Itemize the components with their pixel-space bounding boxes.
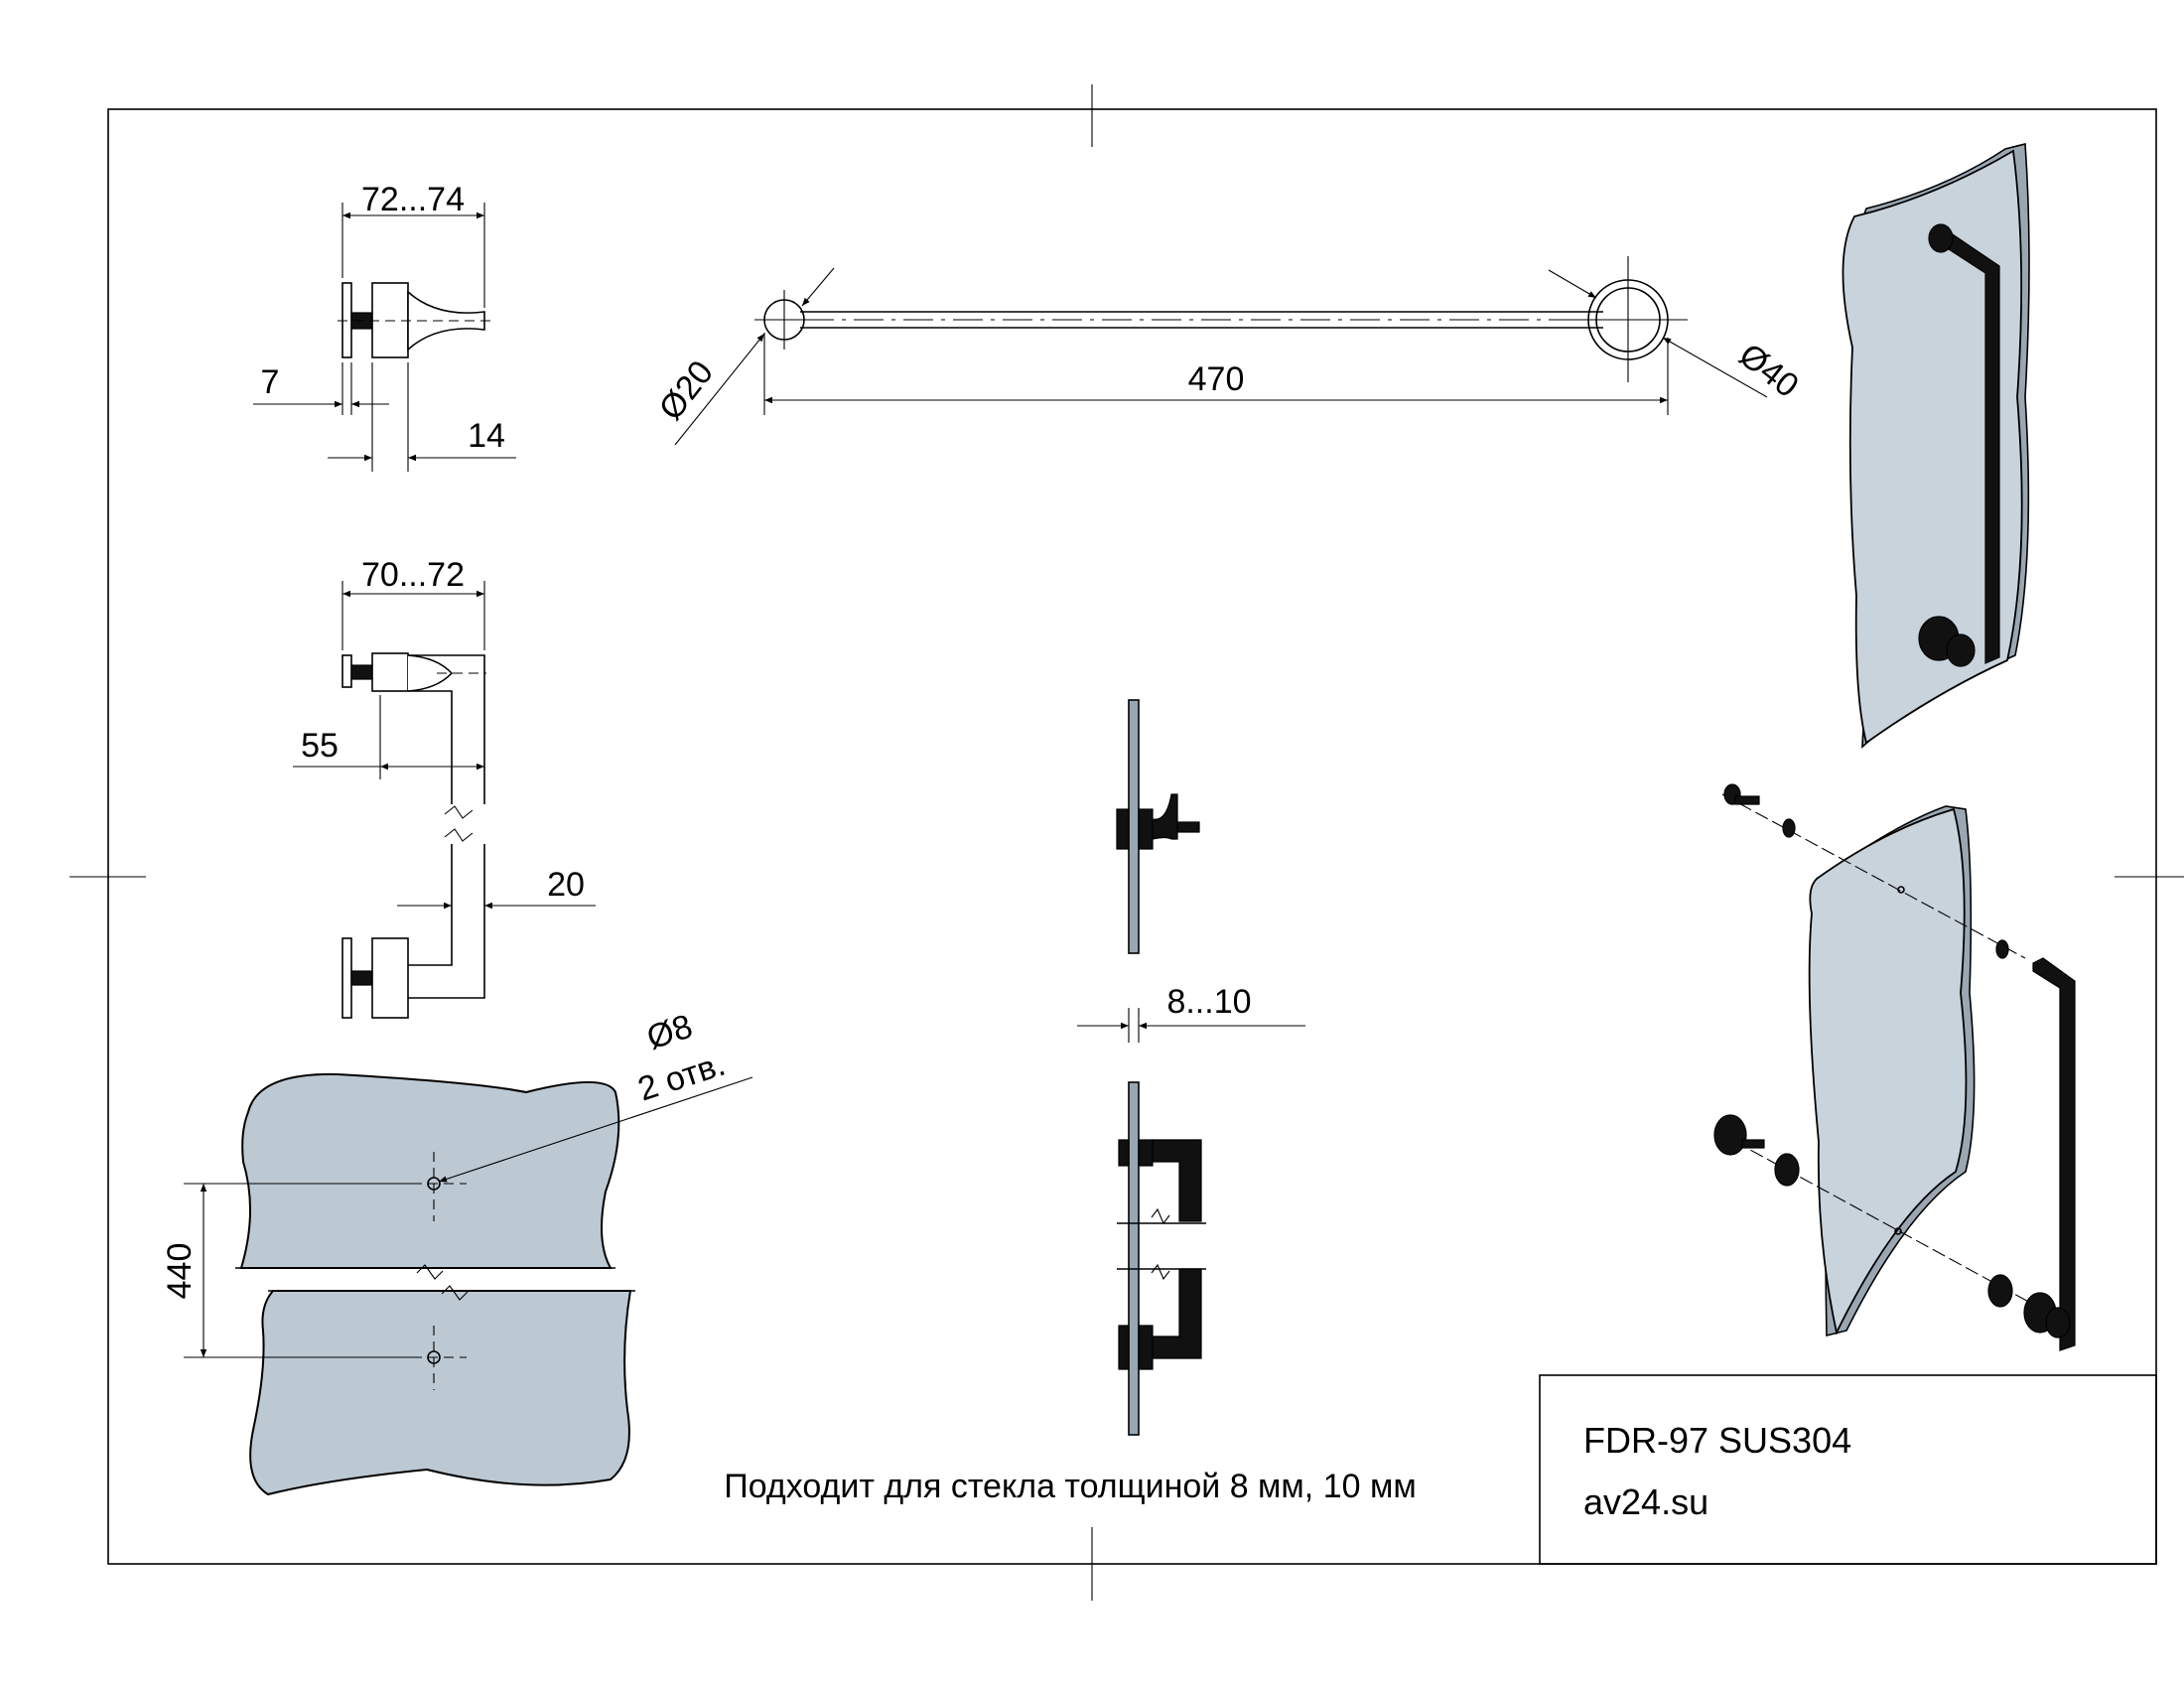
dim-20: 20 — [547, 866, 585, 904]
dim-55: 55 — [301, 727, 339, 765]
iso-view-exploded — [1713, 783, 2076, 1351]
dim-72-74: 72...74 — [361, 181, 465, 218]
title-model: FDR-97 SUS304 — [1583, 1420, 1851, 1461]
dim-470: 470 — [1188, 360, 1245, 398]
top-view-knob: 72...74 7 14 — [253, 181, 516, 472]
dim-hole-count: 2 отв. — [633, 1046, 730, 1109]
glass-thickness-views: 8...10 — [1077, 699, 1305, 1436]
glass-thickness-note: Подходит для стекла толщиной 8 мм, 10 мм — [724, 1468, 1416, 1505]
dim-glass-8-10: 8...10 — [1166, 983, 1251, 1021]
drawing-frame — [69, 84, 2184, 1601]
dim-7: 7 — [261, 363, 280, 401]
dim-14: 14 — [468, 417, 505, 455]
title-site: av24.su — [1583, 1481, 1708, 1522]
dim-dia40: Ø40 — [1732, 337, 1806, 406]
dim-70-72: 70...72 — [361, 556, 465, 594]
glass-hole-layout: 440 Ø8 2 отв. — [161, 1007, 753, 1496]
front-view-rod: 470 Ø20 Ø40 — [652, 256, 1806, 446]
side-view-handle: 70...72 55 20 — [293, 556, 596, 1019]
dim-440: 440 — [161, 1243, 199, 1300]
title-block: FDR-97 SUS304 av24.su — [1539, 1374, 2157, 1565]
dim-hole-dia: Ø8 — [642, 1007, 697, 1056]
iso-view-assembled — [1842, 142, 2030, 749]
dim-dia20: Ø20 — [652, 353, 722, 427]
